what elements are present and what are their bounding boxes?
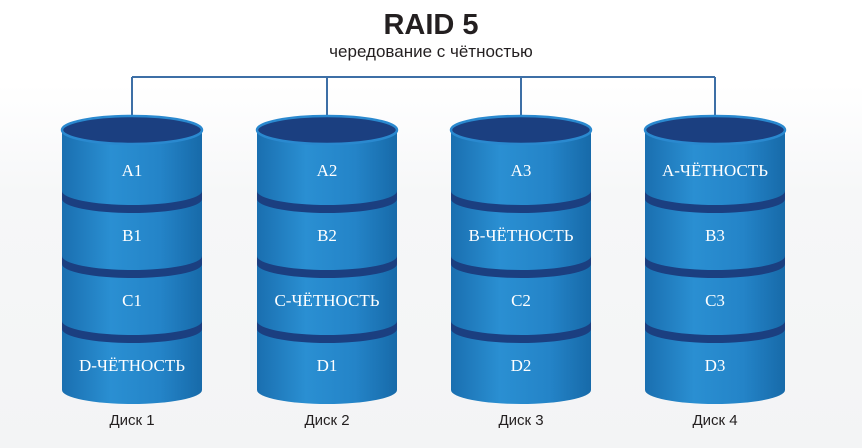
- segment-label: A-ЧЁТНОСТЬ: [662, 161, 768, 180]
- segment-label: C2: [511, 291, 531, 310]
- segment-separator: [257, 191, 397, 213]
- segment-label: D3: [705, 356, 726, 375]
- segment-label: B-ЧЁТНОСТЬ: [468, 226, 573, 245]
- segment-label: C-ЧЁТНОСТЬ: [274, 291, 379, 310]
- disk-top: [643, 114, 787, 146]
- disk-label: Диск 3: [498, 412, 544, 429]
- disk-top: [255, 114, 399, 146]
- segment-separator: [645, 191, 785, 213]
- segment-separator: [62, 256, 202, 278]
- disk-top: [449, 114, 593, 146]
- segment-separator: [451, 191, 591, 213]
- segment-label: A2: [317, 161, 338, 180]
- segment-separator: [62, 321, 202, 343]
- segment-label: B2: [317, 226, 337, 245]
- segment-separator: [257, 256, 397, 278]
- segment-label: D2: [511, 356, 532, 375]
- segment-label: C1: [122, 291, 142, 310]
- segment-separator: [645, 321, 785, 343]
- segment-label: D1: [317, 356, 338, 375]
- segment-separator: [645, 256, 785, 278]
- segment-label: C3: [705, 291, 725, 310]
- segment-separator: [451, 256, 591, 278]
- segment-separator: [451, 321, 591, 343]
- segment-label: B3: [705, 226, 725, 245]
- segment-separator: [257, 321, 397, 343]
- disk-top: [60, 114, 204, 146]
- disk-label: Диск 1: [109, 412, 155, 429]
- segment-label: D-ЧЁТНОСТЬ: [79, 356, 185, 375]
- diagram-subtitle: чередование с чётностью: [329, 42, 533, 61]
- segment-label: B1: [122, 226, 142, 245]
- disk-label: Диск 4: [692, 412, 738, 429]
- connector-lines: [131, 76, 716, 118]
- segment-label: A1: [122, 161, 143, 180]
- diagram-title: RAID 5: [383, 9, 479, 41]
- segment-separator: [62, 191, 202, 213]
- disk-label: Диск 2: [304, 412, 350, 429]
- segment-label: A3: [511, 161, 532, 180]
